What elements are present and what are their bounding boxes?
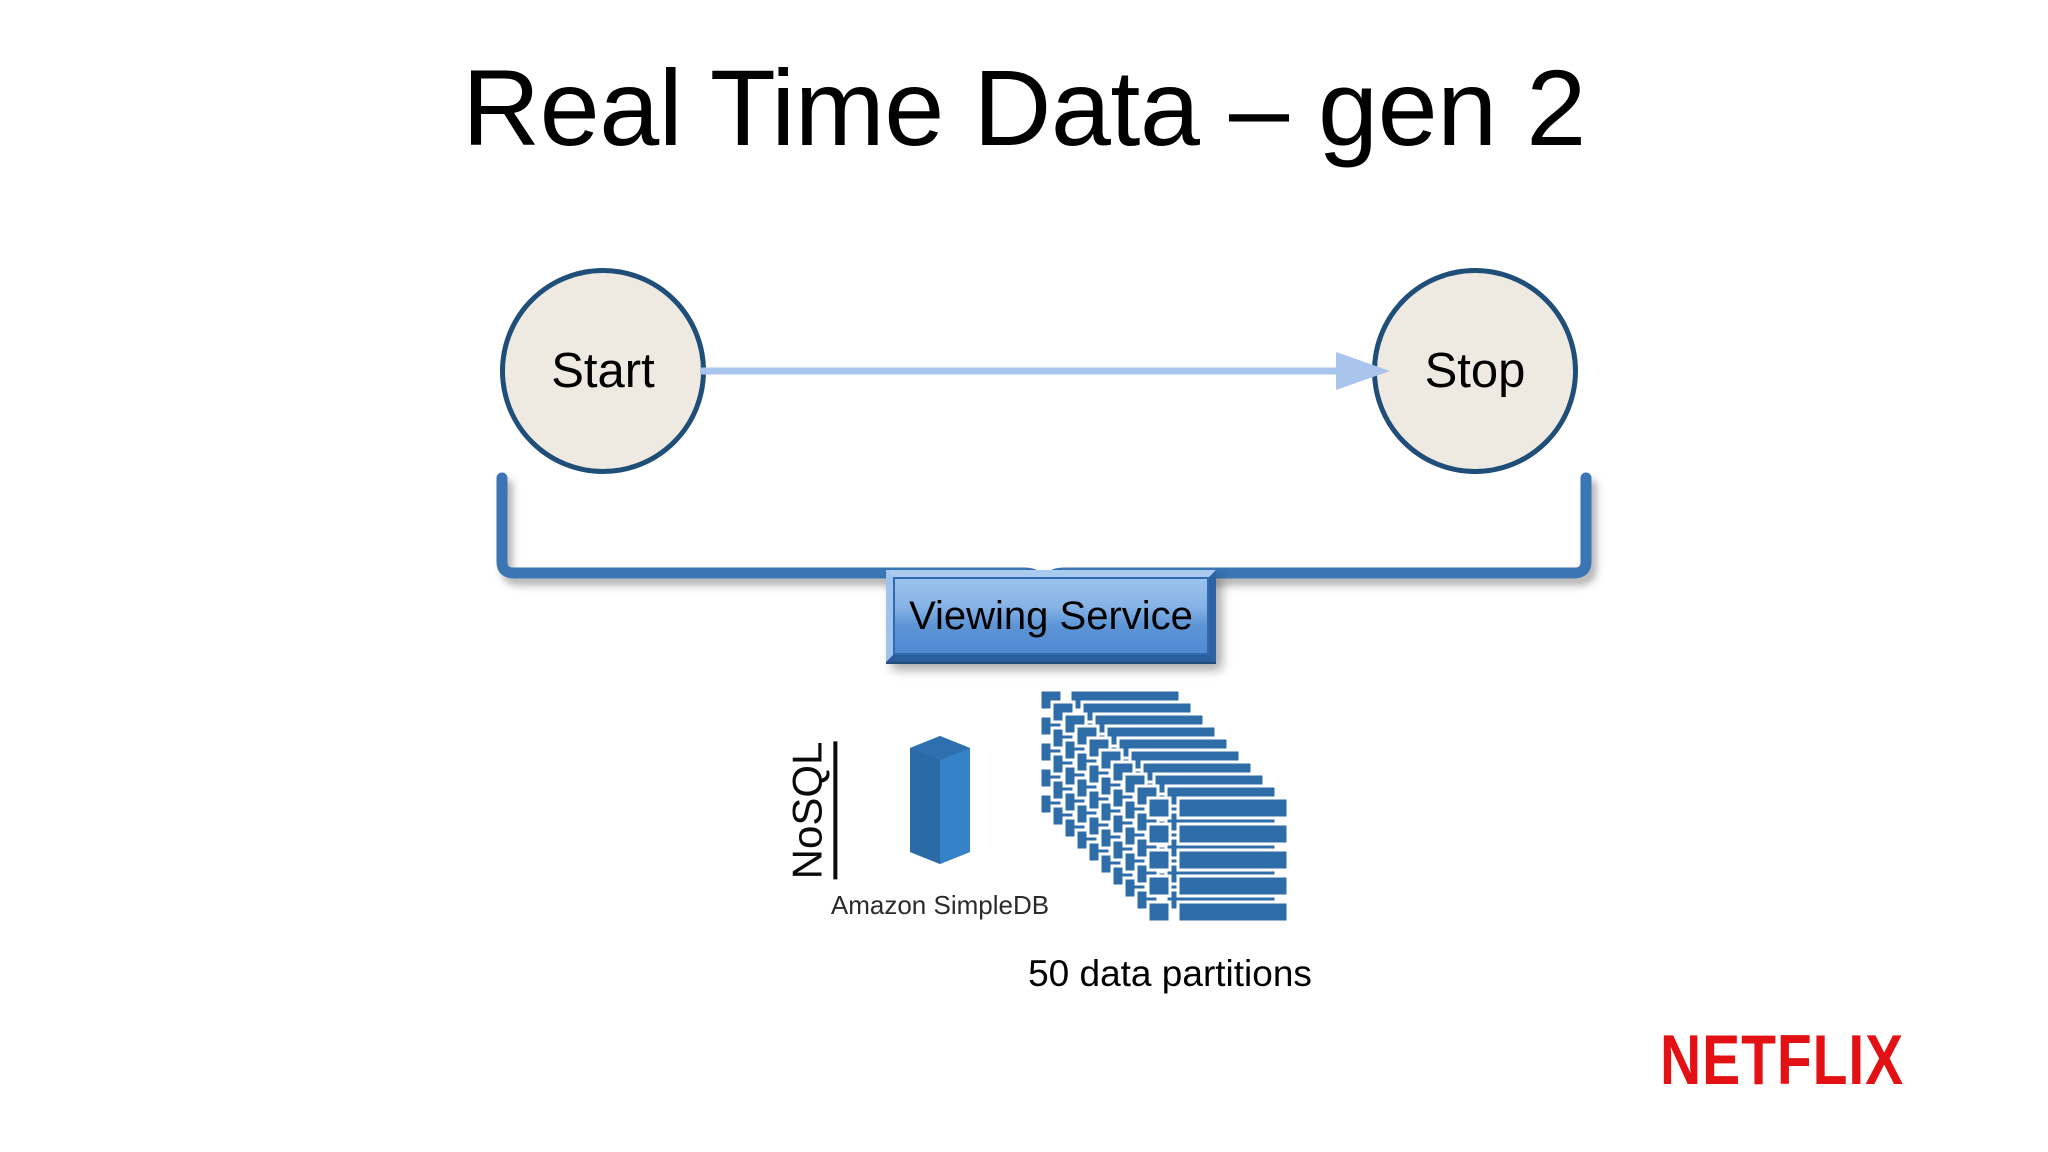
start-to-stop-arrow-icon — [700, 352, 1390, 390]
data-partitions-caption: 50 data partitions — [1028, 953, 1312, 994]
node-start-label: Start — [551, 343, 655, 398]
viewing-service-box[interactable]: Viewing Service — [886, 570, 1216, 662]
node-start[interactable]: Start — [500, 268, 706, 474]
node-stop[interactable]: Stop — [1372, 268, 1578, 474]
data-partitions-stack-icon — [1040, 690, 1290, 924]
node-stop-label: Stop — [1424, 343, 1526, 398]
viewing-service-label: Viewing Service — [909, 594, 1193, 638]
amazon-simpledb-caption: Amazon SimpleDB — [830, 890, 1050, 920]
amazon-simpledb-group[interactable]: Amazon SimpleDB — [820, 730, 1060, 930]
netflix-logo: NETFLIX — [1660, 1021, 1905, 1101]
database-cylinder-icon — [910, 736, 970, 864]
page-title: Real Time Data – gen 2 — [462, 47, 1586, 168]
